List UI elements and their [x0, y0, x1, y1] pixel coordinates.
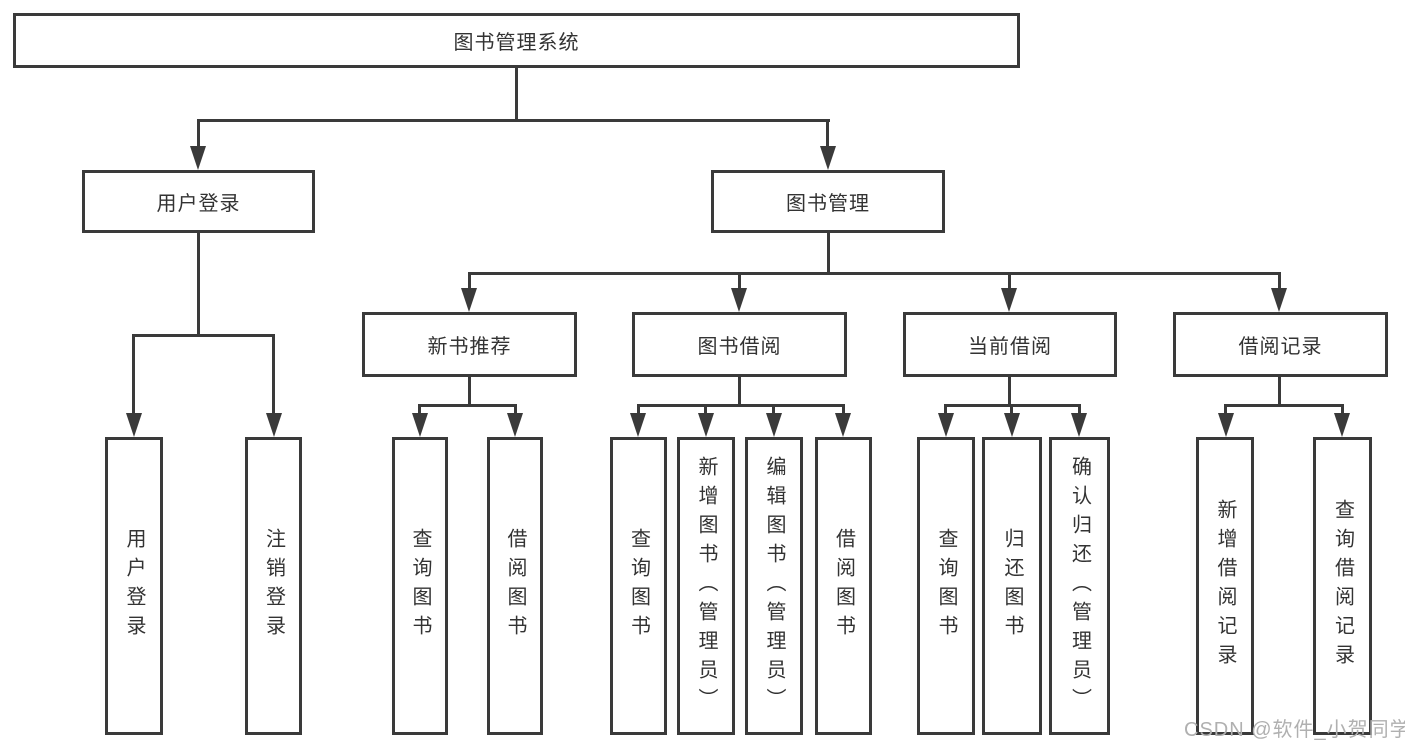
arrow-down-icon [507, 413, 523, 437]
connector-line [738, 377, 741, 407]
connector-line [738, 274, 741, 290]
node-borrowing-records: 借阅记录 [1173, 312, 1388, 377]
node-label: 图书借阅 [697, 336, 782, 358]
arrow-down-icon [1334, 413, 1350, 437]
connector-line [1224, 406, 1227, 415]
node-label: 编辑图书（管理员） [763, 455, 785, 717]
node-label: 查询图书 [627, 528, 650, 644]
arrow-down-icon [1071, 413, 1087, 437]
leaf-add-borrow-record: 新增借阅记录 [1196, 437, 1254, 735]
connector-line [418, 406, 421, 415]
arrow-down-icon [766, 413, 782, 437]
leaf-query-books-recommend: 查询图书 [392, 437, 448, 735]
arrow-down-icon [835, 413, 851, 437]
leaf-query-books-borrowing: 查询图书 [610, 437, 667, 735]
arrow-down-icon [698, 413, 714, 437]
connector-line [772, 406, 775, 415]
connector-line [827, 233, 830, 275]
connector-line [197, 233, 200, 337]
arrow-down-icon [1004, 413, 1020, 437]
node-label: 查询图书 [409, 528, 431, 644]
node-label: 确认归还（管理员） [1068, 455, 1091, 717]
connector-line [1010, 406, 1013, 415]
arrow-down-icon [412, 413, 428, 437]
connector-line [132, 336, 135, 416]
arrow-down-icon [1218, 413, 1234, 437]
node-label: 新书推荐 [427, 336, 512, 358]
leaf-confirm-return-admin: 确认归还（管理员） [1049, 437, 1110, 735]
arrow-down-icon [820, 146, 836, 170]
connector-line [637, 404, 845, 407]
node-label: 新增图书（管理员） [695, 455, 717, 717]
connector-line [197, 119, 830, 122]
node-label: 当前借阅 [968, 336, 1052, 358]
node-label: 借阅图书 [832, 528, 855, 644]
node-label: 借阅图书 [504, 528, 526, 644]
arrow-down-icon [1001, 288, 1017, 312]
connector-line [468, 272, 1281, 275]
connector-line [842, 406, 845, 415]
node-book-management: 图书管理 [711, 170, 945, 233]
leaf-borrow-books-recommend: 借阅图书 [487, 437, 543, 735]
node-current-borrowing: 当前借阅 [903, 312, 1117, 377]
watermark: CSDN @软件_小贺同学 [1184, 719, 1405, 741]
node-library-management-system: 图书管理系统 [13, 13, 1020, 68]
node-new-book-recommendation: 新书推荐 [362, 312, 577, 377]
connector-line [944, 404, 1081, 407]
leaf-query-books-current: 查询图书 [917, 437, 975, 735]
connector-line [418, 404, 517, 407]
connector-line [1008, 274, 1011, 290]
connector-line [1278, 377, 1281, 407]
node-label: 图书管理 [786, 193, 870, 215]
leaf-borrow-books-borrowing: 借阅图书 [815, 437, 872, 735]
arrow-down-icon [266, 413, 282, 437]
node-label: 借阅记录 [1238, 336, 1323, 358]
connector-line [468, 377, 471, 407]
connector-line [944, 406, 947, 415]
arrow-down-icon [1271, 288, 1287, 312]
connector-line [514, 406, 517, 415]
arrow-down-icon [938, 413, 954, 437]
arrow-down-icon [731, 288, 747, 312]
leaf-query-borrow-record: 查询借阅记录 [1313, 437, 1372, 735]
arrow-down-icon [461, 288, 477, 312]
node-label: 查询借阅记录 [1331, 499, 1354, 673]
arrow-down-icon [126, 413, 142, 437]
connector-line [1341, 406, 1344, 415]
connector-line [197, 121, 200, 150]
node-label: 图书管理系统 [453, 32, 580, 54]
connector-line [1224, 404, 1344, 407]
node-label: 新增借阅记录 [1214, 499, 1236, 673]
node-label: 用户登录 [156, 193, 241, 215]
leaf-return-books: 归还图书 [982, 437, 1042, 735]
node-label: 用户登录 [123, 528, 145, 644]
connector-line [637, 406, 640, 415]
node-label: 注销登录 [262, 528, 285, 644]
connector-line [272, 336, 275, 416]
connector-line [515, 68, 518, 122]
connector-line [1278, 274, 1281, 290]
connector-line [132, 334, 275, 337]
leaf-add-book-admin: 新增图书（管理员） [677, 437, 735, 735]
connector-line [826, 121, 829, 150]
node-label: 归还图书 [1001, 528, 1023, 644]
node-book-borrowing: 图书借阅 [632, 312, 847, 377]
leaf-logout: 注销登录 [245, 437, 302, 735]
connector-line [704, 406, 707, 415]
connector-line [468, 274, 471, 290]
connector-line [1078, 406, 1081, 415]
node-label: 查询图书 [935, 528, 957, 644]
arrow-down-icon [190, 146, 206, 170]
connector-line [1008, 377, 1011, 407]
leaf-user-login: 用户登录 [105, 437, 163, 735]
leaf-edit-book-admin: 编辑图书（管理员） [745, 437, 803, 735]
node-user-login: 用户登录 [82, 170, 315, 233]
arrow-down-icon [630, 413, 646, 437]
